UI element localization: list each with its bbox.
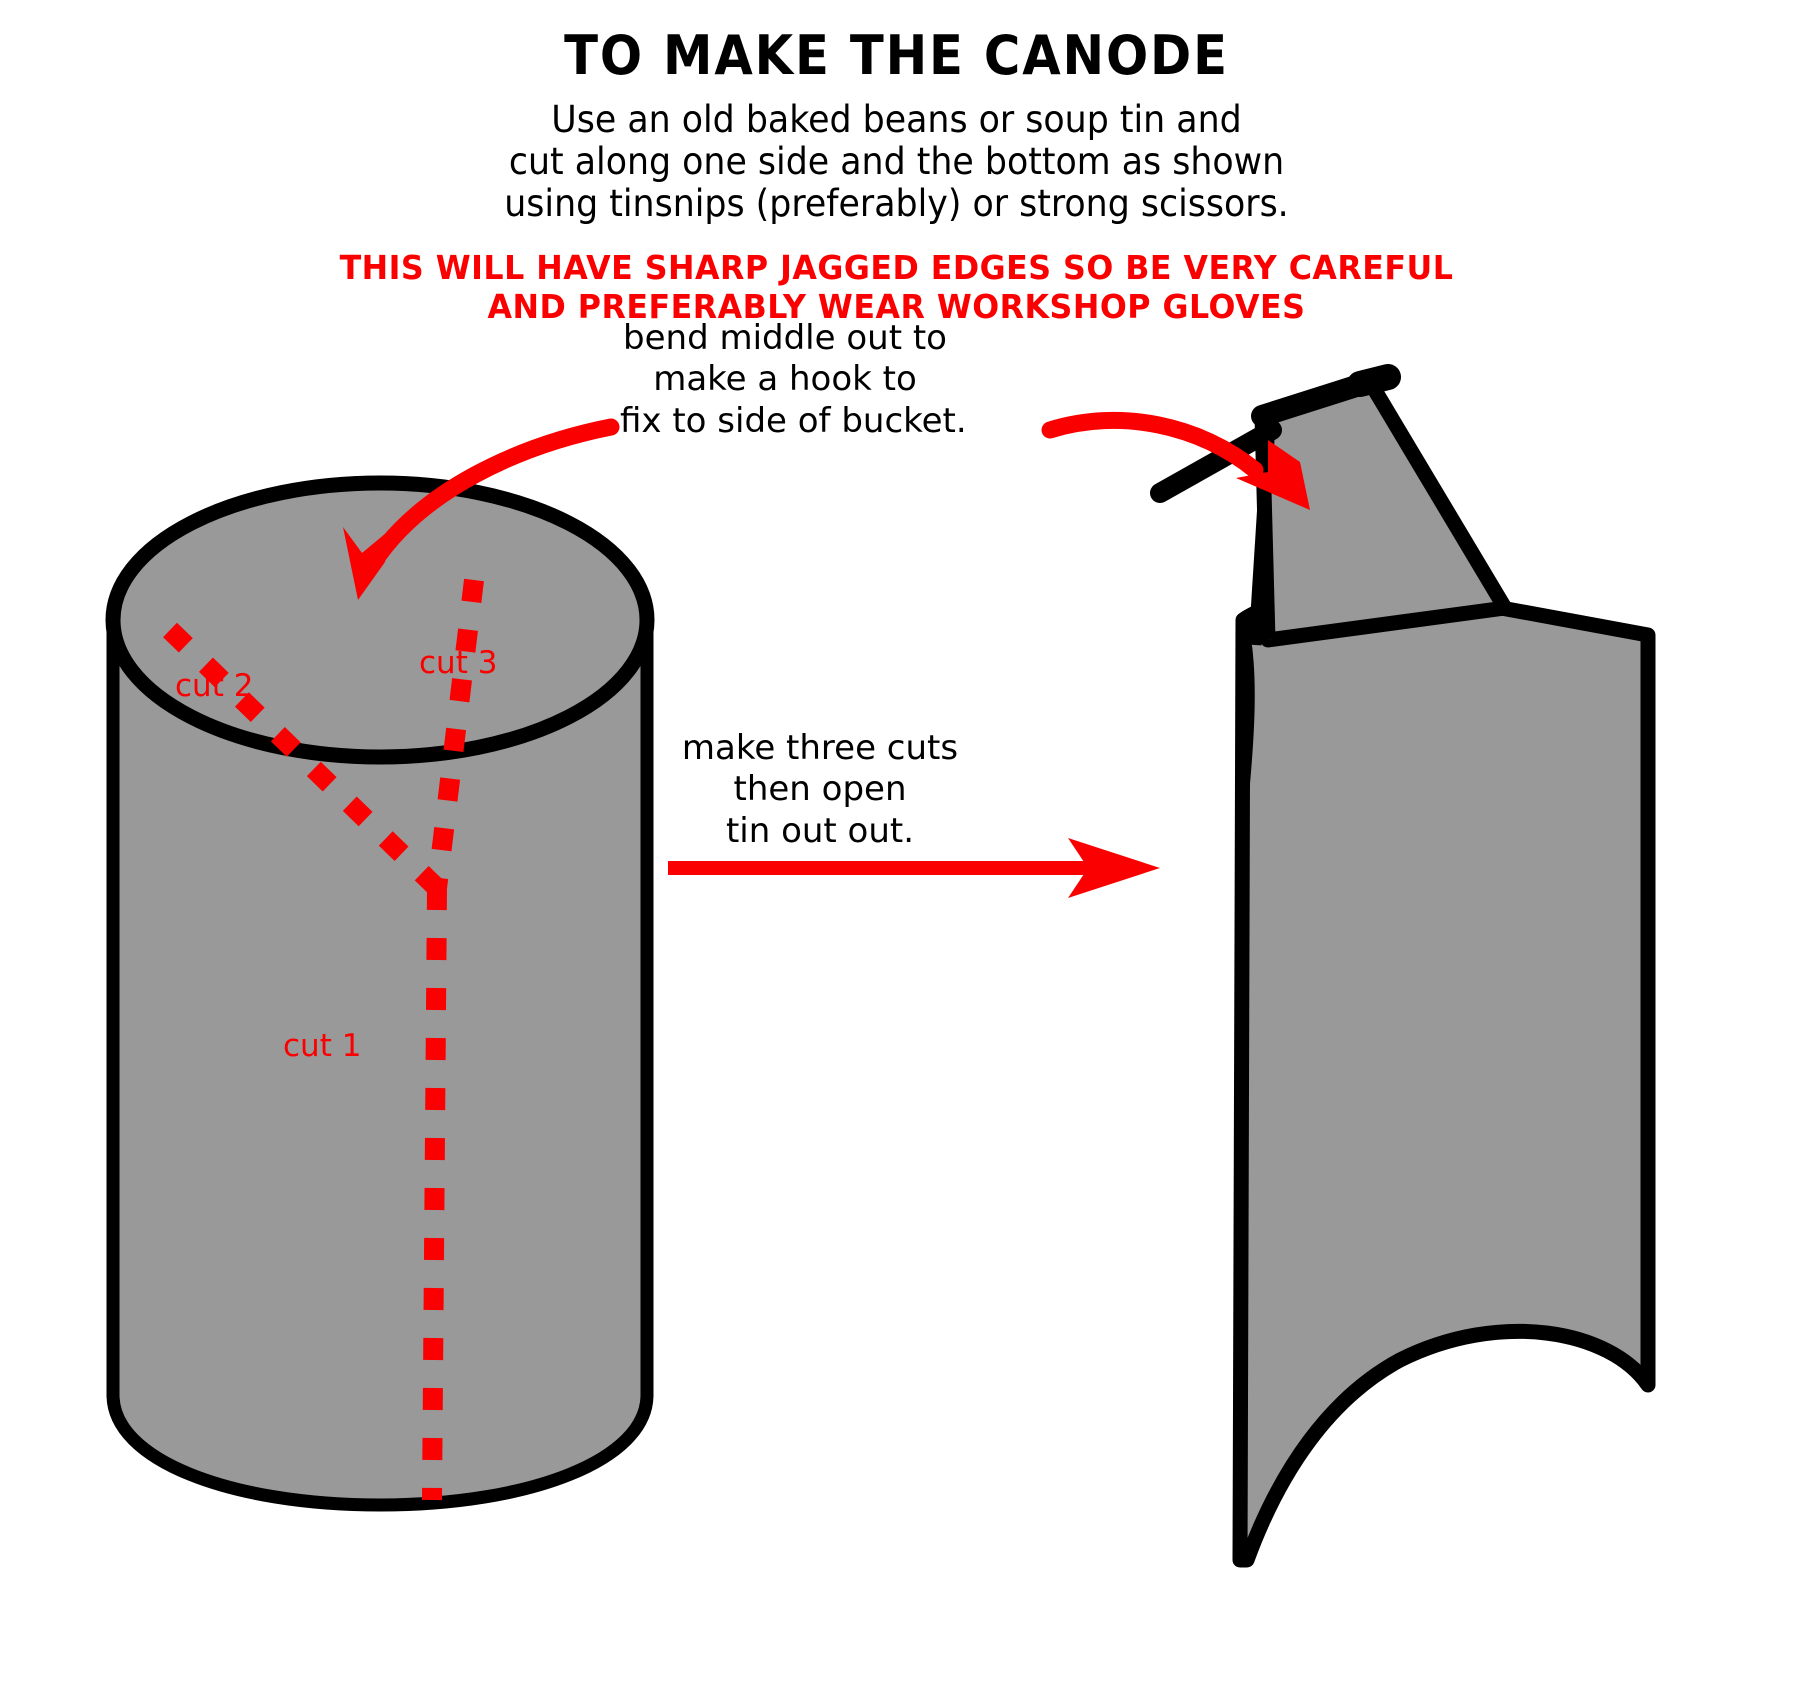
annotation-open-tin: make three cuts then open tin out out. — [680, 728, 960, 852]
header-block: TO MAKE THE CANODE Use an old baked bean… — [0, 0, 1793, 327]
instruction-line-3: using tinsnips (preferably) or strong sc… — [504, 182, 1289, 226]
hook-tab — [1254, 374, 1513, 648]
cut-3-label: cut 3 — [419, 645, 498, 681]
bend-arrow-left-shaft — [363, 418, 620, 574]
annotation-cuts-line-3: tin out out. — [725, 810, 915, 851]
tin-can-cylinder — [105, 475, 655, 1512]
warning-block: THIS WILL HAVE SHARP JAGGED EDGES SO BE … — [0, 248, 1793, 327]
cut-line-1 — [422, 887, 447, 1501]
cut-2-label: cut 2 — [175, 668, 254, 704]
open-tin-arrow-head — [1068, 838, 1160, 898]
annotation-bend-line-1: bend middle out to — [623, 318, 947, 358]
cut-line-2 — [163, 622, 444, 896]
instruction-line-2: cut along one side and the bottom as sho… — [508, 140, 1285, 184]
opened-tin — [1150, 364, 1656, 1568]
page-title: TO MAKE THE CANODE — [564, 24, 1229, 87]
bend-arrow-right-shaft — [1041, 411, 1264, 479]
instruction-line-1: Use an old baked beans or soup tin and — [551, 98, 1242, 141]
hook-tab-top-tip — [1347, 364, 1401, 397]
annotation-cuts-line-2: then open — [733, 769, 907, 810]
warning-line-2: AND PREFERABLY WEAR WORKSHOP GLOVES — [487, 287, 1306, 327]
annotation-cuts-line-1: make three cuts — [681, 728, 959, 768]
opened-tin-sheet — [1232, 584, 1656, 1568]
cut-1-label: cut 1 — [283, 1028, 362, 1064]
cut-line-3 — [427, 578, 484, 890]
bend-arrow-right — [1041, 411, 1310, 510]
cylinder-top-rim — [105, 475, 655, 765]
annotation-bend-hook: bend middle out to make a hook to fix to… — [620, 318, 967, 442]
cut-lines — [163, 578, 484, 1501]
opened-tin-left-edge — [1238, 620, 1255, 811]
annotation-bend-line-2: make a hook to — [653, 359, 917, 400]
annotation-bend-line-3: fix to side of bucket. — [620, 400, 967, 441]
bend-arrow-left — [343, 418, 620, 600]
open-tin-arrow — [668, 838, 1160, 898]
instructions-block: Use an old baked beans or soup tin and c… — [0, 98, 1793, 226]
cylinder-body — [106, 613, 654, 1512]
bend-arrow-right-head — [1236, 440, 1310, 510]
warning-line-1: THIS WILL HAVE SHARP JAGGED EDGES SO BE … — [339, 247, 1454, 287]
bend-arrow-left-head — [343, 527, 392, 600]
